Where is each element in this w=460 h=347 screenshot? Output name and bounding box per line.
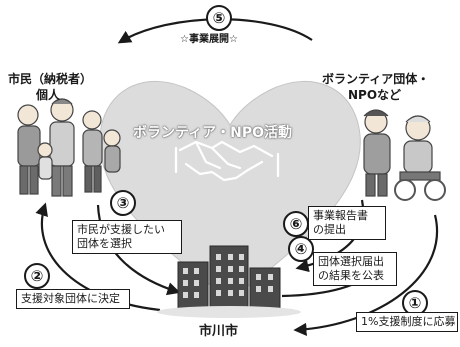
groups-label-line1: ボランティア団体・ [322,72,430,86]
city-buildings-illustration [157,245,301,318]
citizens-illustration [17,98,121,197]
citizens-label-line1: 市民（納税者） [8,72,93,86]
report-box: 事業報告書 の提出 [308,206,386,240]
step-3-number: ③ [110,190,136,216]
arrow-1 [293,214,438,336]
step-2-number: ② [24,263,50,289]
step-4-number: ④ [288,236,314,262]
announce-line2: の結果を公表 [318,269,384,282]
handshake-icon [174,140,280,182]
apply-box: 1%支援制度に応募 [356,312,458,332]
apply-text: 1%支援制度に応募 [361,315,456,328]
select-group-line1: 市民が支援したい [77,223,165,236]
city-label: 市川市 [199,324,239,339]
groups-label-line2: NPOなど [348,88,402,102]
step-5-number: ⑤ [206,5,232,31]
report-line1: 事業報告書 [313,209,368,222]
volunteers-illustration [363,109,446,201]
announce-line1: 団体選択届出 [318,255,384,268]
step-6-number: ⑥ [283,211,309,237]
select-group-box: 市民が支援したい 団体を選択 [72,220,182,254]
event-label: ☆事業展開☆ [180,34,238,45]
decide-target-text: 支援対象団体に決定 [21,292,120,305]
select-group-line2: 団体を選択 [77,237,132,250]
announce-box: 団体選択届出 の結果を公表 [313,252,397,286]
citizens-label-line2: 個人 [36,88,61,102]
report-line2: の提出 [313,223,346,236]
heart-title: ボランティア・NPO活動 [133,125,293,141]
decide-target-box: 支援対象団体に決定 [16,289,130,309]
